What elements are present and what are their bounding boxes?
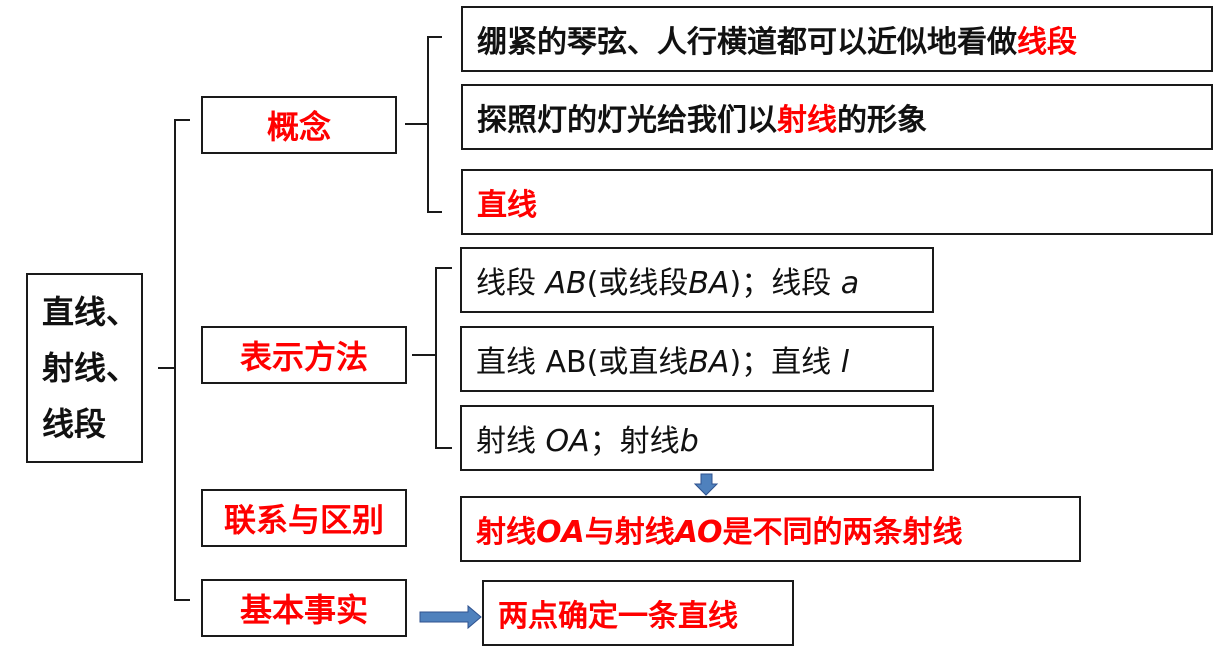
notation-item-segment: 线段 AB(或线段BA)；线段 a	[460, 247, 934, 313]
category-fact-label: 基本事实	[239, 591, 368, 629]
down-arrow-icon	[693, 473, 719, 496]
category-concept-label: 概念	[266, 108, 331, 146]
notation-segment-b: AB	[545, 266, 587, 301]
category-notation: 表示方法	[201, 326, 407, 384]
right-arrow-icon	[419, 604, 482, 630]
concept-line-key: 直线	[477, 188, 537, 223]
relation-d: AO	[674, 515, 723, 550]
category-relation: 联系与区别	[201, 489, 407, 547]
concept-item-ray: 探照灯的灯光给我们以射线的形象	[461, 84, 1213, 150]
relation-b: OA	[536, 515, 585, 550]
notation-ray-c: ；射线	[589, 424, 680, 459]
concept-ray-text-post: 的形象	[837, 103, 927, 138]
notation-segment-a: 线段	[476, 266, 546, 301]
concept-item-line: 直线	[461, 169, 1213, 235]
relation-e: 是不同的两条射线	[722, 515, 963, 550]
root-line-1: 直线、	[42, 293, 139, 331]
relation-a: 射线	[476, 515, 536, 550]
notation-segment-e: )；线段	[729, 266, 841, 301]
root-line-2: 射线、	[42, 349, 139, 387]
notation-ray-b: OA	[545, 424, 590, 459]
category-fact: 基本事实	[201, 579, 407, 637]
notation-brace	[412, 267, 452, 449]
concept-segment-key: 线段	[1017, 25, 1077, 60]
concept-ray-key: 射线	[777, 103, 837, 138]
relation-c: 与射线	[584, 515, 675, 550]
concept-ray-text: 探照灯的灯光给我们以	[477, 103, 777, 138]
concept-brace	[405, 36, 442, 213]
notation-segment-f: a	[840, 266, 860, 301]
notation-line-b: BA	[688, 345, 730, 380]
notation-item-line: 直线 AB(或直线BA)；直线 l	[460, 326, 934, 392]
root-brace	[158, 119, 190, 601]
root-line-3: 线段	[42, 405, 107, 443]
notation-line-a: 直线 AB(或直线	[476, 345, 689, 380]
notation-ray-d: b	[679, 424, 699, 459]
notation-ray-a: 射线	[476, 424, 546, 459]
relation-item: 射线OA与射线AO是不同的两条射线	[460, 496, 1081, 562]
concept-segment-text: 绷紧的琴弦、人行横道都可以近似地看做	[477, 25, 1017, 60]
category-concept: 概念	[201, 96, 397, 154]
root-node: 直线、 射线、 线段	[26, 273, 143, 463]
notation-item-ray: 射线 OA；射线b	[460, 405, 934, 471]
notation-line-d: l	[840, 345, 850, 380]
concept-item-segment: 绷紧的琴弦、人行横道都可以近似地看做线段	[461, 6, 1213, 72]
notation-segment-c: (或线段	[586, 266, 689, 301]
category-notation-label: 表示方法	[239, 338, 368, 376]
notation-segment-d: BA	[688, 266, 730, 301]
notation-line-c: )；直线	[729, 345, 841, 380]
fact-item: 两点确定一条直线	[482, 580, 794, 646]
fact-text: 两点确定一条直线	[498, 599, 738, 634]
category-relation-label: 联系与区别	[223, 501, 384, 539]
